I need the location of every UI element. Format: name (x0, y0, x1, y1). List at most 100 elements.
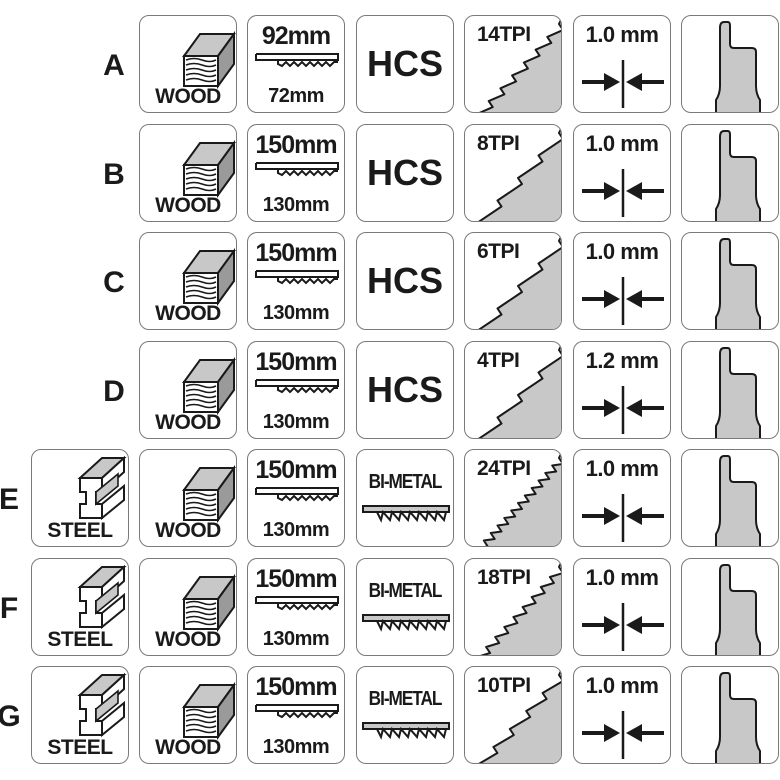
tpi-cell: 6TPI (464, 232, 562, 330)
thickness-arrows-icon (582, 385, 664, 434)
total-length: 150mm (255, 564, 337, 593)
shank-cell (681, 15, 779, 113)
blade-length-cell: 150mm 130mm (247, 666, 345, 764)
total-length: 150mm (255, 239, 337, 267)
thickness-arrows-icon (582, 602, 664, 651)
blade-material-label: BI-METAL (368, 688, 443, 710)
blade-teeth-icon (478, 668, 561, 763)
shank-cell (681, 232, 779, 330)
blade-material-cell: BI-METAL (356, 666, 454, 764)
thickness-arrows-icon (582, 168, 664, 217)
blade-teeth-icon (478, 343, 561, 438)
tpi-label: 10TPI (477, 674, 531, 697)
blade-material-label: HCS (366, 43, 443, 84)
shank-cell (681, 557, 779, 656)
steel-material-cell: STEEL (31, 666, 129, 764)
blade-length-cell: 150mm 130mm (247, 232, 345, 330)
wood-material-cell: WOOD (139, 666, 237, 764)
thickness-arrows-icon (582, 494, 664, 542)
thickness-cell: 1.0 mm (573, 15, 671, 113)
wood-material-cell: WOOD (139, 15, 237, 113)
thickness-cell: 1.0 mm (573, 449, 671, 547)
bi-metal-blade-icon (362, 613, 450, 632)
blade-material-cell: BI-METAL (356, 557, 454, 656)
blade-teeth-icon (480, 560, 561, 655)
blade-material-cell: HCS (356, 232, 454, 330)
blade-length-icon (255, 53, 339, 68)
thickness-cell: 1.0 mm (573, 666, 671, 764)
working-length: 130mm (262, 736, 330, 758)
thickness-arrows-icon (582, 711, 664, 759)
wood-icon (182, 247, 236, 307)
shank-cell (681, 666, 779, 764)
working-length: 130mm (262, 627, 330, 650)
blade-length-icon (255, 270, 339, 285)
blade-material-cell: BI-METAL (356, 449, 454, 547)
row-label-c: C (103, 266, 125, 299)
wood-icon (182, 356, 236, 415)
steel-label: STEEL (47, 627, 113, 651)
steel-material-cell: STEEL (31, 557, 129, 656)
wood-icon (182, 464, 236, 524)
total-length: 150mm (255, 673, 337, 701)
wood-icon (182, 139, 236, 198)
blade-material-label: BI-METAL (368, 579, 443, 602)
working-length: 130mm (262, 519, 330, 541)
blade-shank-icon (715, 672, 761, 763)
wood-icon (182, 30, 236, 90)
steel-material-cell: STEEL (31, 449, 129, 547)
blade-teeth-icon (482, 451, 561, 546)
bi-metal-blade-icon (362, 505, 450, 523)
wood-label: WOOD (155, 410, 221, 434)
row-label-g: G (0, 700, 21, 733)
blade-shank-icon (715, 129, 761, 221)
tpi-cell: 4TPI (464, 340, 562, 439)
working-length: 130mm (262, 193, 330, 216)
blade-material-label: HCS (366, 260, 443, 301)
bi-metal-blade-icon (362, 722, 450, 740)
total-length: 92mm (261, 22, 331, 50)
blade-shank-icon (715, 455, 761, 546)
working-length: 130mm (262, 302, 330, 324)
blade-material-label: HCS (366, 368, 443, 410)
blade-length-cell: 150mm 130mm (247, 557, 345, 656)
blade-length-icon (255, 595, 339, 610)
shank-cell (681, 123, 779, 222)
thickness-label: 1.0 mm (585, 673, 659, 698)
row-label-b: B (103, 157, 125, 191)
steel-beam-icon (77, 564, 127, 629)
blade-material-label: BI-METAL (368, 471, 443, 493)
blade-length-icon (255, 487, 339, 502)
blade-length-cell: 150mm 130mm (247, 449, 345, 547)
shank-cell (681, 449, 779, 547)
thickness-label: 1.0 mm (585, 564, 659, 590)
tpi-label: 4TPI (477, 348, 520, 372)
thickness-cell: 1.2 mm (573, 340, 671, 439)
row-label-e: E (0, 483, 19, 516)
tpi-cell: 8TPI (464, 123, 562, 222)
tpi-cell: 10TPI (464, 666, 562, 764)
wood-label: WOOD (155, 193, 221, 217)
wood-label: WOOD (155, 627, 221, 651)
working-length: 72mm (268, 85, 324, 107)
thickness-arrows-icon (582, 277, 664, 325)
wood-label: WOOD (155, 302, 221, 325)
steel-label: STEEL (47, 519, 113, 542)
total-length: 150mm (255, 456, 337, 484)
tpi-label: 8TPI (477, 131, 520, 155)
blade-teeth-icon (478, 234, 561, 329)
blade-shank-icon (715, 346, 761, 438)
tpi-cell: 18TPI (464, 557, 562, 656)
blade-length-icon (255, 161, 339, 176)
blade-length-icon (255, 704, 339, 719)
wood-icon (182, 681, 236, 741)
blade-shank-icon (715, 563, 761, 655)
thickness-label: 1.0 mm (585, 22, 659, 47)
total-length: 150mm (255, 347, 337, 376)
steel-beam-icon (77, 672, 127, 738)
wood-material-cell: WOOD (139, 449, 237, 547)
thickness-label: 1.2 mm (585, 347, 659, 373)
